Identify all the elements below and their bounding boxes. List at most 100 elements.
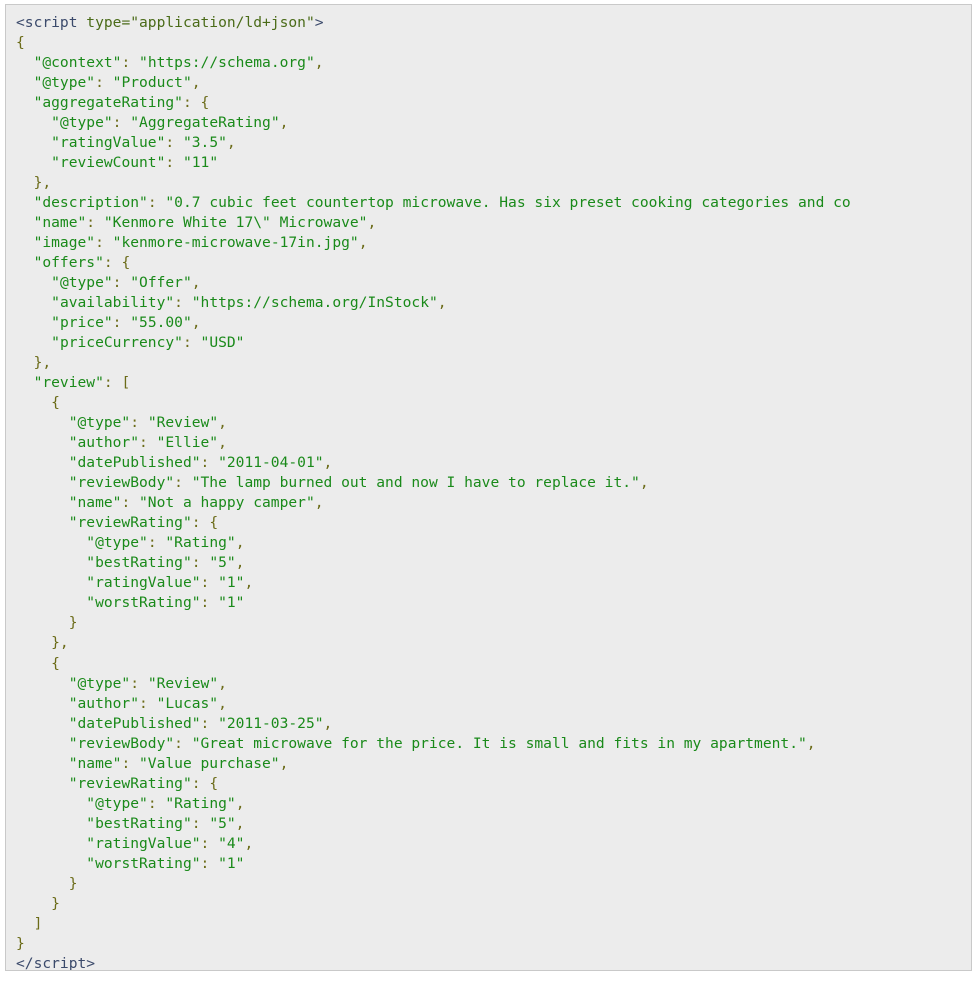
json-comma: ,	[218, 694, 227, 712]
code-line: "@type": "AggregateRating",	[16, 113, 971, 133]
json-value: "Product"	[112, 74, 192, 92]
code-line: {	[16, 393, 971, 413]
json-comma: ,	[806, 734, 816, 752]
json-comma: ,	[191, 274, 201, 292]
code-line: "bestRating": "5",	[16, 553, 971, 573]
code-line: "reviewRating": {	[16, 513, 971, 533]
json-colon: :	[86, 214, 104, 232]
json-comma: ,	[639, 474, 649, 492]
json-colon: :	[139, 434, 157, 452]
code-line: {	[16, 654, 971, 674]
json-key: "offers"	[33, 254, 104, 272]
json-value: "https://schema.org/InStock"	[191, 294, 438, 312]
code-indent	[16, 74, 34, 91]
code-line: "author": "Lucas",	[16, 694, 971, 714]
json-punctuation: },	[16, 354, 52, 372]
json-value: "55.00"	[130, 314, 192, 332]
json-key: "ratingValue"	[86, 574, 201, 592]
json-colon: :	[112, 274, 131, 292]
code-indent	[16, 835, 86, 852]
code-indent	[16, 314, 51, 331]
code-listing[interactable]: <script type="application/ld+json">{ "@c…	[6, 5, 971, 971]
code-indent	[16, 695, 69, 712]
script-type-attribute: type="application/ld+json"	[77, 14, 315, 31]
code-line: "worstRating": "1"	[16, 593, 971, 613]
code-indent	[16, 554, 86, 571]
json-colon: :	[165, 134, 183, 152]
json-colon: :	[103, 374, 122, 392]
json-value: "The lamp burned out and now I have to r…	[191, 474, 640, 492]
json-comma: ,	[218, 674, 227, 692]
code-line: "offers": {	[16, 253, 971, 273]
json-value: "11"	[182, 154, 219, 172]
code-indent	[16, 715, 69, 732]
code-indent	[16, 454, 69, 471]
code-indent	[16, 534, 86, 551]
json-colon: :	[200, 834, 219, 852]
code-indent	[16, 735, 69, 752]
json-comma: ,	[358, 234, 368, 252]
code-line: "reviewBody": "Great microwave for the p…	[16, 734, 971, 754]
code-line: }	[16, 894, 971, 914]
json-key: "@type"	[68, 674, 131, 692]
code-indent	[16, 434, 69, 451]
code-line: }	[16, 934, 971, 954]
code-line: "@type": "Rating",	[16, 794, 971, 814]
json-comma: ,	[191, 314, 201, 332]
code-indent	[16, 274, 51, 291]
json-value: "kenmore-microwave-17in.jpg"	[112, 234, 359, 252]
json-value: "https://schema.org"	[139, 54, 315, 72]
code-line: "datePublished": "2011-04-01",	[16, 453, 971, 473]
json-comma: ,	[279, 114, 289, 132]
json-comma: ,	[437, 294, 447, 312]
json-colon: :	[103, 254, 122, 272]
code-line: "name": "Not a happy camper",	[16, 493, 971, 513]
script-open-tag-name: <script	[16, 14, 78, 31]
json-colon: :	[200, 714, 219, 732]
json-colon: :	[191, 774, 210, 792]
json-value: "1"	[218, 574, 245, 592]
code-line: "worstRating": "1"	[16, 854, 971, 874]
code-indent	[16, 514, 69, 531]
json-value: "AggregateRating"	[130, 114, 280, 132]
code-line: }	[16, 613, 971, 633]
json-key: "aggregateRating"	[33, 94, 183, 112]
json-comma: ,	[235, 554, 245, 572]
json-comma: ,	[244, 834, 254, 852]
json-bracket: {	[121, 254, 131, 272]
code-indent	[16, 374, 34, 391]
code-indent	[16, 234, 34, 251]
json-bracket: {	[200, 94, 210, 112]
code-indent	[16, 114, 51, 131]
json-key: "availability"	[51, 294, 175, 312]
json-comma: ,	[235, 794, 245, 812]
code-indent	[16, 675, 69, 692]
code-indent	[16, 594, 86, 611]
json-colon: :	[147, 534, 166, 552]
code-line: "image": "kenmore-microwave-17in.jpg",	[16, 233, 971, 253]
json-comma: ,	[323, 714, 333, 732]
json-colon: :	[121, 754, 140, 772]
json-comma: ,	[244, 574, 254, 592]
code-line: "@type": "Offer",	[16, 273, 971, 293]
json-key: "name"	[68, 754, 122, 772]
json-value: "Rating"	[165, 534, 236, 552]
json-key: "@type"	[33, 74, 96, 92]
script-open-tag-close: >	[314, 14, 324, 31]
json-key: "name"	[33, 214, 87, 232]
script-close-tag: </script>	[16, 954, 96, 971]
json-comma: ,	[226, 134, 236, 152]
json-comma: ,	[367, 214, 377, 232]
code-line: "ratingValue": "3.5",	[16, 133, 971, 153]
code-line: "name": "Value purchase",	[16, 754, 971, 774]
code-line: "@type": "Review",	[16, 674, 971, 694]
json-key: "datePublished"	[68, 714, 201, 732]
code-indent	[16, 494, 69, 511]
json-punctuation: }	[16, 894, 60, 912]
json-key: "priceCurrency"	[51, 334, 183, 352]
code-indent	[16, 194, 34, 211]
json-key: "@type"	[86, 794, 148, 812]
json-colon: :	[112, 114, 131, 132]
json-colon: :	[191, 554, 210, 572]
json-colon: :	[139, 694, 157, 712]
